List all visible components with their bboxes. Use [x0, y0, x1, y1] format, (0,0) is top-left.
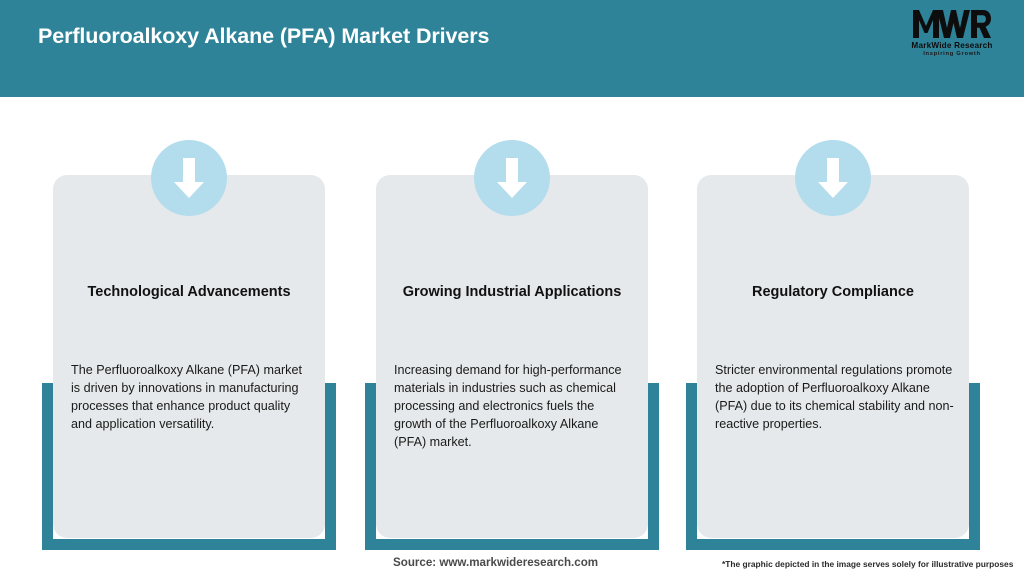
arrow-down-icon	[497, 158, 527, 198]
card-description: Stricter environmental regulations promo…	[715, 363, 954, 431]
card-surface: Technological Advancements The Perfluoro…	[53, 175, 325, 538]
card-description: Increasing demand for high-performance m…	[394, 363, 622, 449]
card-description: The Perfluoroalkoxy Alkane (PFA) market …	[71, 363, 302, 431]
arrow-down-icon	[174, 158, 204, 198]
source-label: Source: www.markwideresearch.com	[393, 556, 599, 569]
card-frame	[42, 383, 336, 550]
arrow-down-icon	[818, 158, 848, 198]
brand-logo: MarkWide Research Inspiring Growth	[898, 8, 1006, 64]
card-frame	[686, 383, 980, 550]
driver-card-2: Growing Industrial Applications Increasi…	[365, 140, 659, 550]
card-surface: Growing Industrial Applications Increasi…	[376, 175, 648, 538]
mwr-logo-icon	[913, 10, 991, 38]
logo-company-name: MarkWide Research	[911, 41, 993, 50]
arrow-down-icon-badge	[151, 140, 227, 216]
card-title: Regulatory Compliance	[752, 284, 914, 300]
card-title: Technological Advancements	[87, 284, 291, 300]
arrow-down-icon-badge	[474, 140, 550, 216]
arrow-down-icon-badge	[795, 140, 871, 216]
driver-card-3: Regulatory Compliance Stricter environme…	[686, 140, 980, 550]
card-title: Growing Industrial Applications	[402, 284, 622, 300]
logo-tagline: Inspiring Growth	[923, 51, 981, 57]
header-bar: Perfluoroalkoxy Alkane (PFA) Market Driv…	[0, 0, 1024, 97]
driver-card-1: Technological Advancements The Perfluoro…	[42, 140, 336, 550]
disclaimer-label: *The graphic depicted in the image serve…	[722, 559, 1014, 569]
card-surface: Regulatory Compliance Stricter environme…	[697, 175, 969, 538]
card-frame	[365, 383, 659, 550]
page-title: Perfluoroalkoxy Alkane (PFA) Market Driv…	[38, 24, 490, 48]
